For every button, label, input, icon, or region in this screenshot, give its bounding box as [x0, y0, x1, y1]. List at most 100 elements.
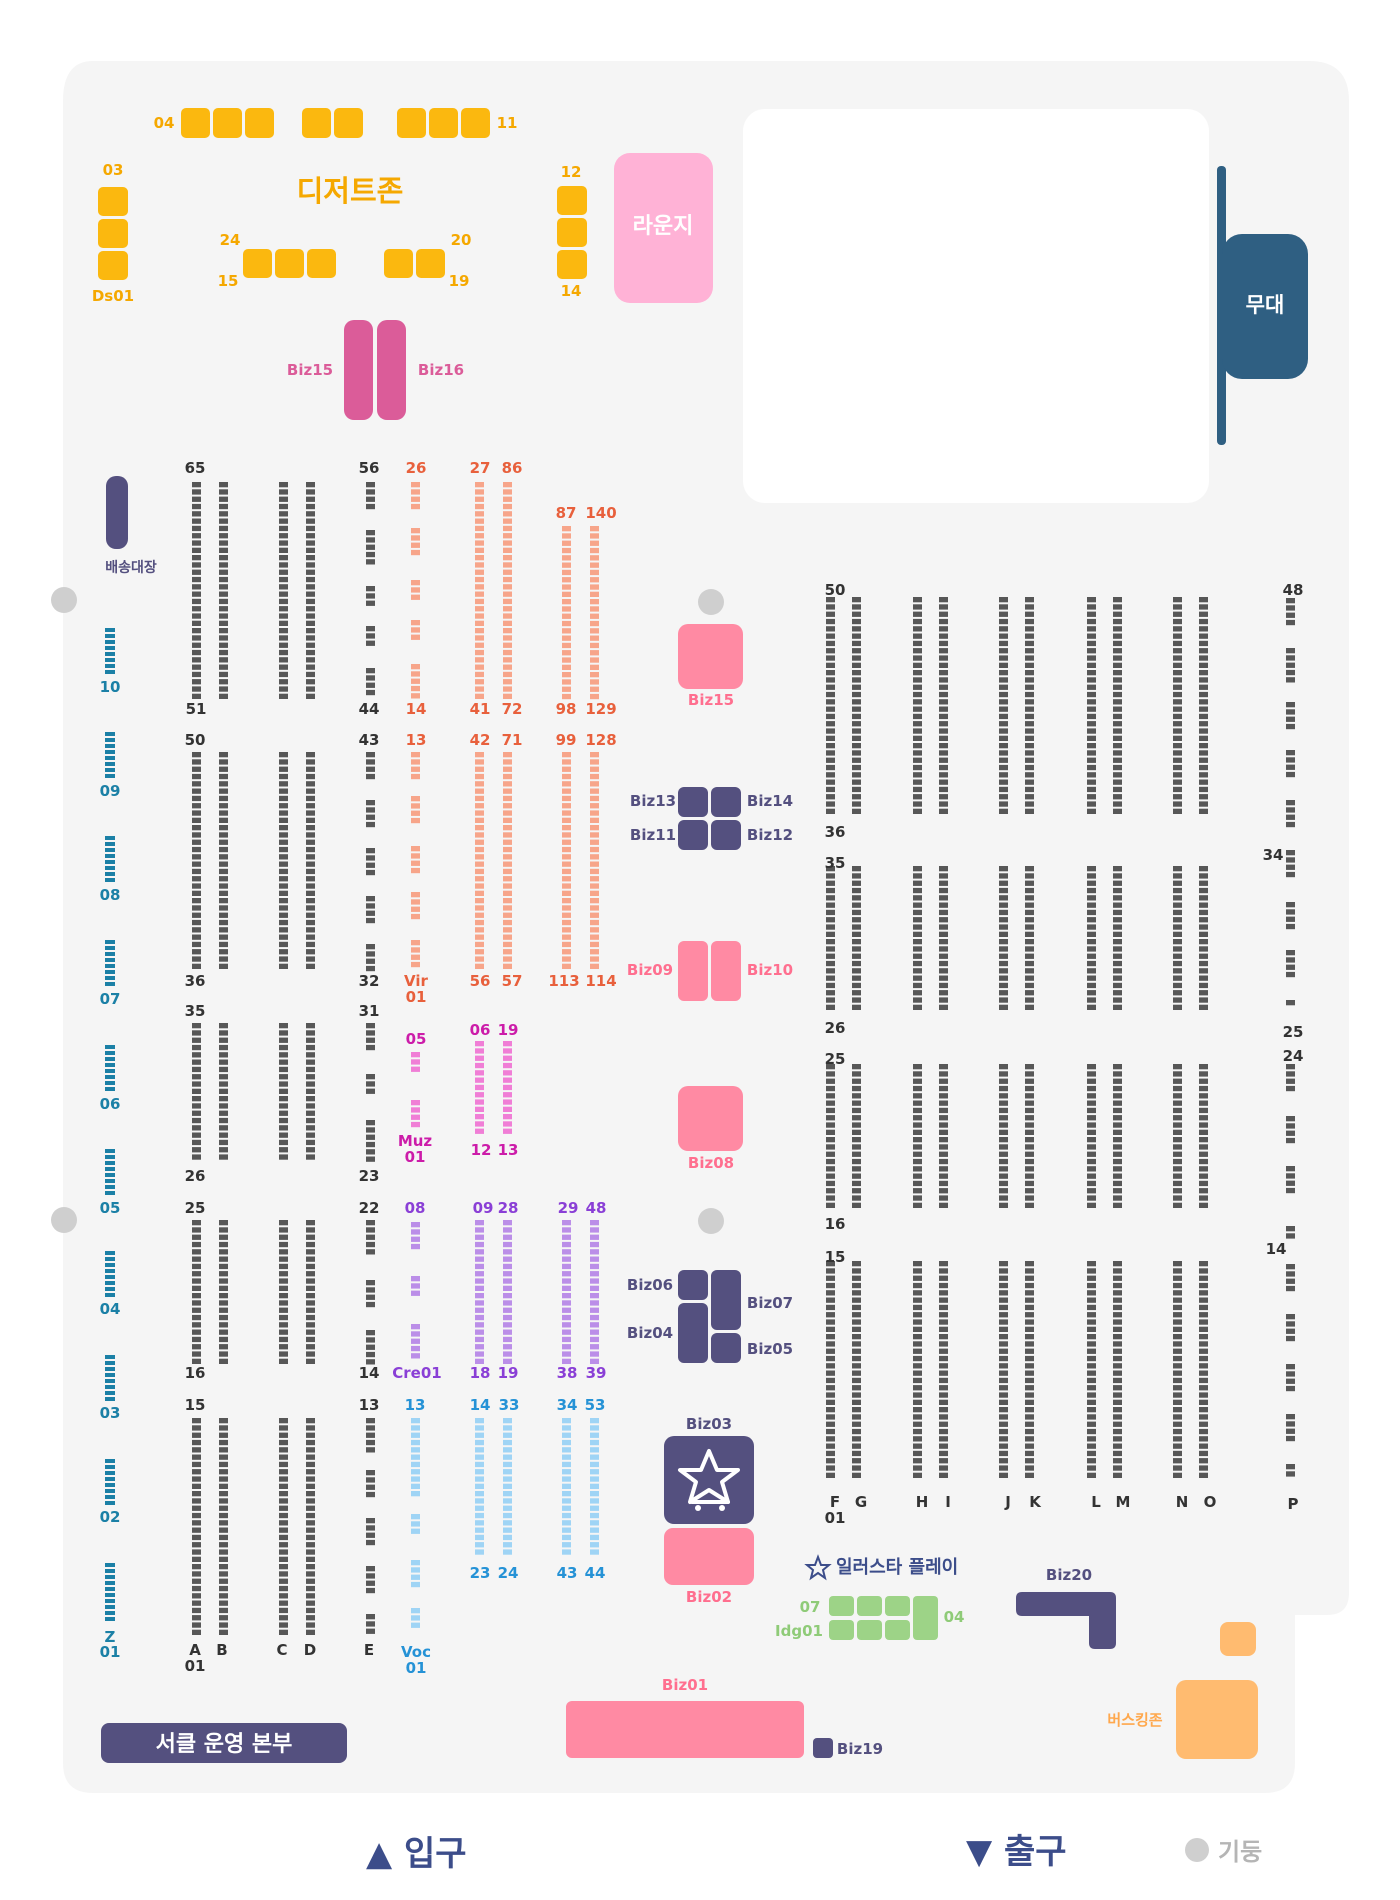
- booth[interactable]: [913, 699, 922, 705]
- booth[interactable]: [366, 869, 375, 876]
- delivery-desk[interactable]: [106, 476, 128, 549]
- vir-booth[interactable]: [503, 547, 512, 553]
- cre-booth[interactable]: [475, 1293, 484, 1299]
- vir-booth[interactable]: [562, 963, 571, 969]
- booth[interactable]: [1087, 684, 1096, 690]
- booth[interactable]: [1087, 1071, 1096, 1077]
- booth[interactable]: [1087, 691, 1096, 698]
- booth[interactable]: [852, 1129, 861, 1135]
- booth[interactable]: [939, 1275, 948, 1281]
- booth[interactable]: [1087, 662, 1096, 668]
- z-booth[interactable]: [105, 1155, 115, 1159]
- booth[interactable]: [1199, 611, 1208, 617]
- booth[interactable]: [1087, 757, 1096, 763]
- booth[interactable]: [192, 1044, 201, 1051]
- booth[interactable]: [1025, 1407, 1034, 1413]
- booth[interactable]: [306, 1154, 315, 1160]
- booth[interactable]: [1199, 1275, 1208, 1281]
- booth[interactable]: [1199, 1158, 1208, 1165]
- booth[interactable]: [913, 604, 922, 610]
- booth[interactable]: [1087, 1093, 1096, 1099]
- booth[interactable]: [279, 1263, 288, 1270]
- vir-booth[interactable]: [475, 584, 484, 590]
- booth[interactable]: [219, 752, 228, 758]
- booth[interactable]: [1113, 743, 1122, 749]
- booth[interactable]: [366, 1287, 375, 1293]
- muz-booth[interactable]: [475, 1062, 484, 1069]
- vir-booth[interactable]: [475, 482, 484, 488]
- booth[interactable]: [279, 1454, 288, 1460]
- booth[interactable]: [852, 866, 861, 872]
- booth[interactable]: [826, 909, 835, 916]
- booth[interactable]: [826, 1436, 835, 1442]
- z-booth[interactable]: [105, 750, 115, 754]
- booth[interactable]: [939, 794, 948, 800]
- cre-booth[interactable]: [590, 1285, 599, 1291]
- booth[interactable]: [219, 1052, 228, 1058]
- booth[interactable]: [1113, 968, 1122, 974]
- booth[interactable]: [366, 951, 375, 957]
- booth[interactable]: [1113, 618, 1122, 625]
- booth[interactable]: [306, 1432, 315, 1438]
- vir-booth[interactable]: [590, 613, 599, 619]
- vir-booth[interactable]: [475, 817, 484, 823]
- booth[interactable]: [1286, 1314, 1295, 1320]
- vir-booth[interactable]: [590, 883, 599, 889]
- booth[interactable]: [219, 1527, 228, 1533]
- vir-booth[interactable]: [562, 526, 571, 532]
- booth[interactable]: [1113, 939, 1122, 945]
- booth[interactable]: [1025, 1348, 1034, 1354]
- booth[interactable]: [279, 1307, 288, 1313]
- booth[interactable]: [1025, 1195, 1034, 1201]
- booth[interactable]: [913, 1370, 922, 1376]
- vir-booth[interactable]: [475, 773, 484, 780]
- booth[interactable]: [939, 902, 948, 908]
- booth[interactable]: [1025, 1392, 1034, 1398]
- booth[interactable]: [219, 540, 228, 546]
- biz02-booth[interactable]: [664, 1528, 754, 1585]
- booth[interactable]: [192, 1125, 201, 1131]
- booth[interactable]: [1173, 1421, 1182, 1427]
- vir-booth[interactable]: [503, 635, 512, 641]
- booth[interactable]: [1087, 626, 1096, 632]
- z-booth[interactable]: [105, 848, 115, 852]
- booth[interactable]: [366, 958, 375, 964]
- booth[interactable]: [999, 801, 1008, 807]
- booth[interactable]: [913, 764, 922, 771]
- cre-booth[interactable]: [590, 1300, 599, 1306]
- booth[interactable]: [306, 547, 315, 553]
- booth[interactable]: [1113, 1078, 1122, 1084]
- voc-booth[interactable]: [590, 1425, 599, 1431]
- booth[interactable]: [939, 1115, 948, 1121]
- booth[interactable]: [1286, 909, 1295, 915]
- vir-booth[interactable]: [411, 535, 420, 541]
- booth[interactable]: [852, 691, 861, 698]
- cre-booth[interactable]: [503, 1300, 512, 1306]
- booth[interactable]: [939, 1261, 948, 1267]
- booth[interactable]: [826, 1100, 835, 1106]
- booth[interactable]: [1113, 866, 1122, 872]
- booth[interactable]: [366, 1532, 375, 1538]
- booth[interactable]: [939, 772, 948, 778]
- booth[interactable]: [939, 960, 948, 967]
- booth[interactable]: [219, 1256, 228, 1262]
- booth[interactable]: [366, 530, 375, 536]
- booth[interactable]: [1173, 1100, 1182, 1106]
- booth[interactable]: [219, 883, 228, 889]
- booth[interactable]: [826, 1370, 835, 1376]
- booth[interactable]: [913, 1334, 922, 1340]
- booth[interactable]: [1087, 808, 1096, 814]
- booth[interactable]: [1025, 597, 1034, 603]
- booth[interactable]: [1199, 713, 1208, 720]
- booth[interactable]: [1286, 957, 1295, 963]
- booth[interactable]: [279, 1074, 288, 1080]
- booth[interactable]: [1286, 1071, 1295, 1077]
- booth[interactable]: [1025, 677, 1034, 683]
- booth[interactable]: [306, 1030, 315, 1036]
- cre-booth[interactable]: [503, 1285, 512, 1291]
- booth[interactable]: [1087, 1443, 1096, 1449]
- booth[interactable]: [1025, 1334, 1034, 1340]
- booth[interactable]: [366, 1074, 375, 1080]
- booth[interactable]: [279, 1564, 288, 1570]
- booth[interactable]: [306, 1439, 315, 1446]
